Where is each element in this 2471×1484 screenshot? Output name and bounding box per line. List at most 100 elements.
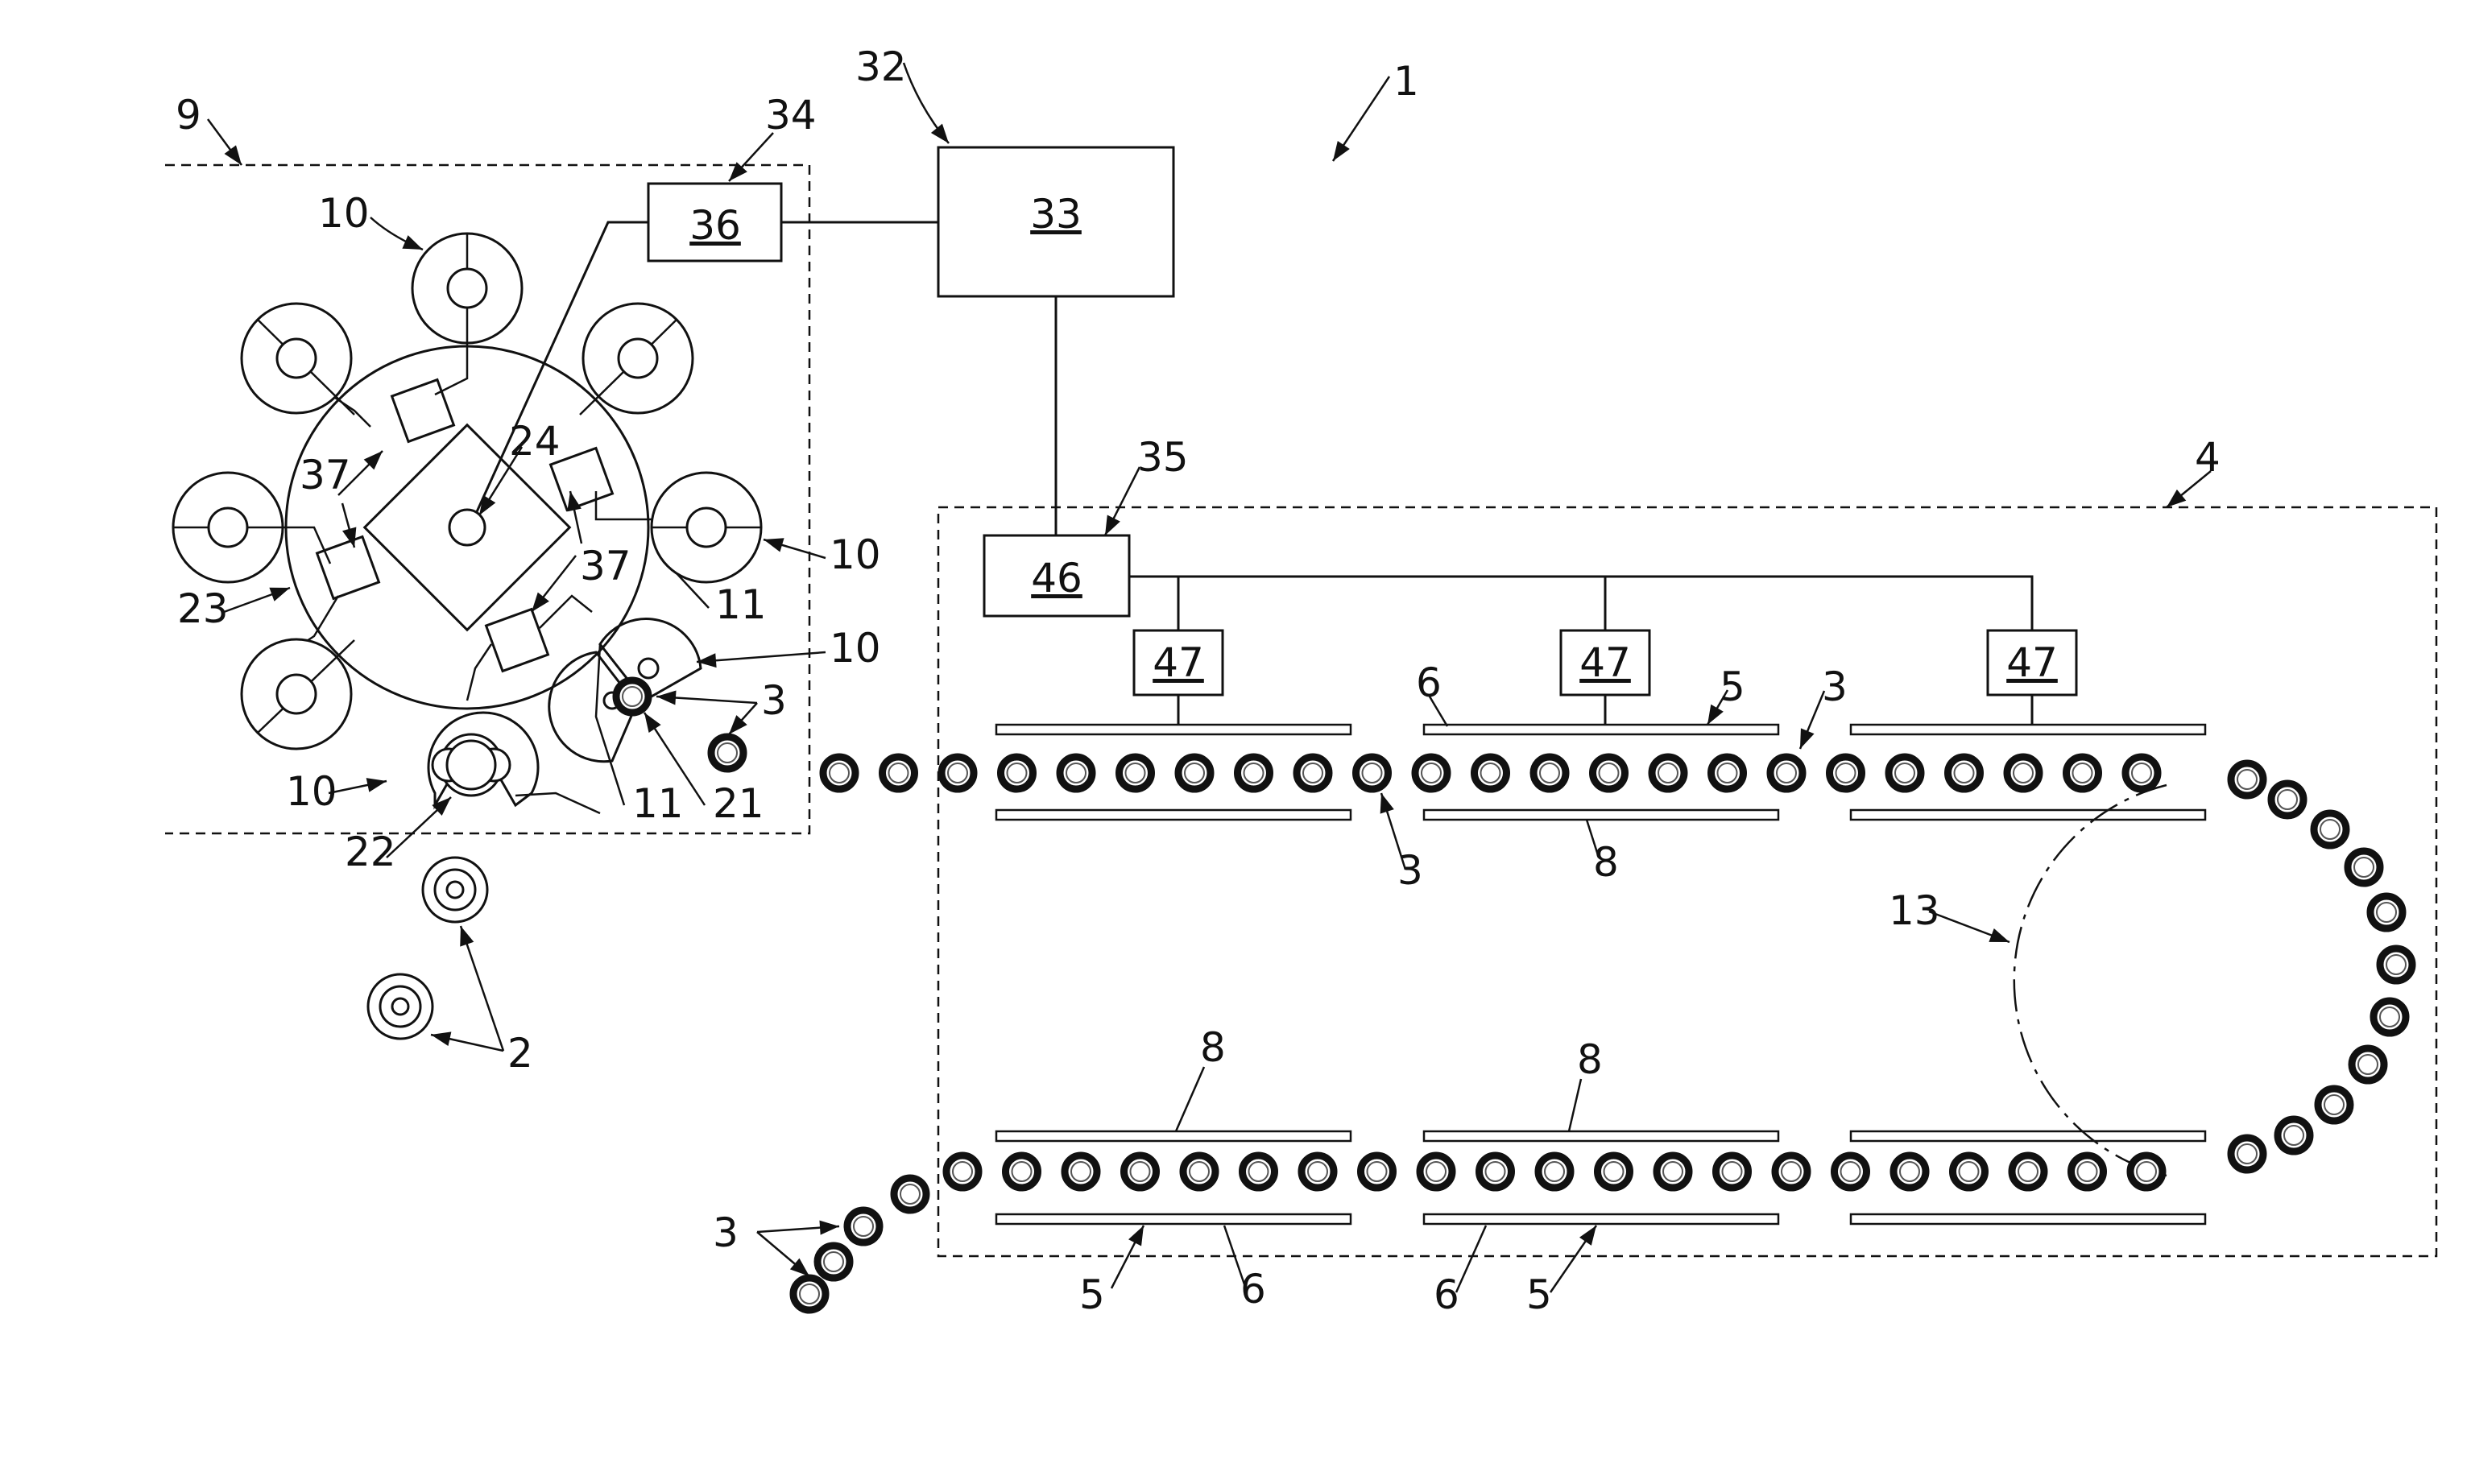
leader-line bbox=[461, 926, 503, 1051]
label-stretch-rod: 21 bbox=[713, 780, 764, 827]
arrowhead bbox=[532, 593, 549, 612]
preform bbox=[2348, 851, 2380, 883]
mould-station-left bbox=[173, 473, 286, 582]
preform bbox=[894, 1178, 926, 1210]
preform bbox=[1538, 1155, 1571, 1188]
label-carousel: 23 bbox=[177, 585, 229, 632]
preform bbox=[1006, 1155, 1038, 1188]
preform bbox=[1948, 757, 1981, 789]
preform bbox=[1657, 1155, 1689, 1188]
preform bbox=[1302, 1155, 1334, 1188]
preform bbox=[883, 757, 915, 789]
preform bbox=[1534, 757, 1566, 789]
label-filling-machine: 9 bbox=[176, 92, 201, 138]
preform bbox=[1065, 1155, 1097, 1188]
preform bbox=[1120, 757, 1152, 789]
label-rail-lower-1: 8 bbox=[1200, 1024, 1226, 1071]
arrowhead bbox=[790, 1259, 809, 1276]
preform bbox=[1124, 1155, 1157, 1188]
arrowhead bbox=[225, 145, 242, 165]
preform bbox=[847, 1210, 880, 1242]
label-machine-controller-group: 34 bbox=[765, 92, 817, 138]
label-heating-module-lower-1: 5 bbox=[1079, 1271, 1105, 1318]
label-heating-module-top: 5 bbox=[1720, 663, 1745, 710]
preform bbox=[1243, 1155, 1275, 1188]
arrowhead bbox=[1800, 728, 1815, 749]
label-rail-top: 8 bbox=[1593, 839, 1619, 886]
preform bbox=[1356, 757, 1389, 789]
label-hub: 24 bbox=[509, 418, 561, 465]
preform bbox=[823, 757, 855, 789]
preform bbox=[1593, 757, 1625, 789]
preform bbox=[616, 680, 648, 713]
label-reflector-lower-2: 6 bbox=[1434, 1271, 1459, 1318]
preform bbox=[1420, 1155, 1452, 1188]
label-heating-module-lower-2: 5 bbox=[1526, 1271, 1552, 1318]
preform bbox=[2067, 757, 2099, 789]
preform bbox=[942, 757, 974, 789]
label-control-system: 32 bbox=[855, 43, 907, 90]
arrowhead bbox=[2167, 490, 2186, 507]
arrowhead bbox=[402, 235, 423, 250]
preform bbox=[1297, 757, 1329, 789]
machine-controller-box: 36 bbox=[648, 184, 781, 261]
mould-station-right bbox=[652, 473, 761, 582]
heater-controller-label-2: 47 bbox=[1579, 639, 1631, 686]
preform bbox=[2130, 1155, 2163, 1188]
heater-controller-label-3: 47 bbox=[2006, 639, 2058, 686]
preform bbox=[1415, 757, 1447, 789]
label-system: 1 bbox=[1393, 58, 1419, 105]
finished-products bbox=[368, 858, 487, 1039]
preform bbox=[2231, 1138, 2263, 1170]
preform bbox=[793, 1278, 826, 1310]
preform bbox=[1598, 1155, 1630, 1188]
preform bbox=[1711, 757, 1744, 789]
preform bbox=[1835, 1155, 1867, 1188]
arrowhead bbox=[1333, 141, 1350, 161]
label-turnaround: 13 bbox=[1889, 887, 1940, 934]
preform bbox=[2007, 757, 2039, 789]
preform bbox=[2125, 757, 2158, 789]
preform bbox=[2271, 783, 2303, 816]
label-rail-lower-2: 8 bbox=[1577, 1036, 1603, 1083]
heater-controller-box-3: 47 bbox=[1988, 630, 2076, 695]
label-reflector-lower-1: 6 bbox=[1240, 1266, 1266, 1312]
preform bbox=[1178, 757, 1211, 789]
label-preform-top: 3 bbox=[1822, 663, 1848, 710]
mould-station-bottom bbox=[428, 713, 538, 805]
preform bbox=[1060, 757, 1092, 789]
preform bbox=[817, 1246, 850, 1278]
preform bbox=[2012, 1155, 2044, 1188]
heater-controller-box-2: 47 bbox=[1561, 630, 1649, 695]
label-mould-station-top: 10 bbox=[318, 190, 370, 237]
label-actuator-right: 37 bbox=[580, 543, 631, 589]
label-mould-station-right: 10 bbox=[830, 531, 881, 578]
label-mould-bottom: 11 bbox=[632, 780, 684, 827]
preform bbox=[1183, 1155, 1215, 1188]
label-mould-right: 11 bbox=[715, 581, 767, 628]
preform bbox=[2352, 1048, 2384, 1081]
label-mould-station-open: 10 bbox=[830, 625, 881, 672]
arrowhead bbox=[1105, 515, 1120, 535]
preform bbox=[1361, 1155, 1393, 1188]
central-controller-label: 33 bbox=[1030, 191, 1082, 238]
leader-line bbox=[697, 652, 826, 662]
arrowhead bbox=[460, 926, 474, 947]
preform bbox=[1480, 1155, 1512, 1188]
turnaround-wheel bbox=[2014, 785, 2167, 1176]
heater-controller-label-1: 47 bbox=[1153, 639, 1204, 686]
label-product: 2 bbox=[507, 1030, 533, 1077]
leader-line bbox=[1456, 1226, 1486, 1292]
arrowhead bbox=[366, 778, 387, 792]
arrowhead bbox=[1579, 1226, 1596, 1246]
mould-station-lower-left bbox=[242, 639, 354, 749]
preform bbox=[1475, 757, 1507, 789]
preform bbox=[1770, 757, 1803, 789]
arrowhead bbox=[269, 588, 290, 601]
preform bbox=[1001, 757, 1033, 789]
label-oven: 4 bbox=[2195, 434, 2221, 481]
central-controller-box: 33 bbox=[938, 147, 1173, 296]
preform bbox=[946, 1155, 979, 1188]
